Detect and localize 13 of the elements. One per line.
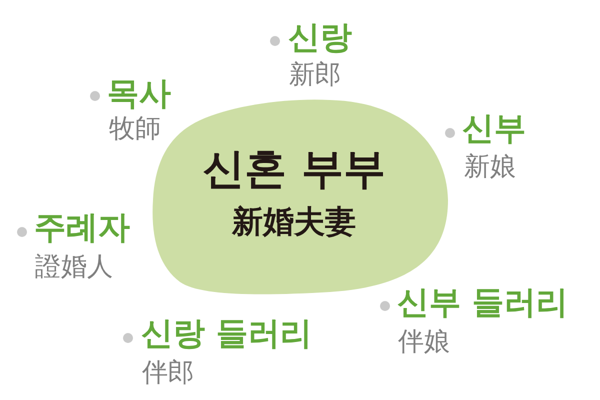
role-label: 신랑 들러리 (141, 317, 312, 349)
role-label: 신랑 (288, 21, 352, 53)
role-label: 신부 (462, 112, 526, 144)
hanja-label: 牧師 (109, 116, 161, 142)
role-label: 신부 들러리 (397, 286, 568, 318)
hanja-label: 伴娘 (398, 329, 450, 355)
hanja-label: 伴郎 (142, 360, 194, 386)
role-label: 주례자 (34, 211, 130, 243)
subheading-text: 新婚夫妻 (232, 207, 356, 238)
role-label: 목사 (107, 77, 171, 109)
hanja-label: 證婚人 (35, 254, 113, 280)
hanja-label: 新郎 (289, 62, 341, 88)
heading-text: 신혼 부부 (202, 148, 386, 190)
